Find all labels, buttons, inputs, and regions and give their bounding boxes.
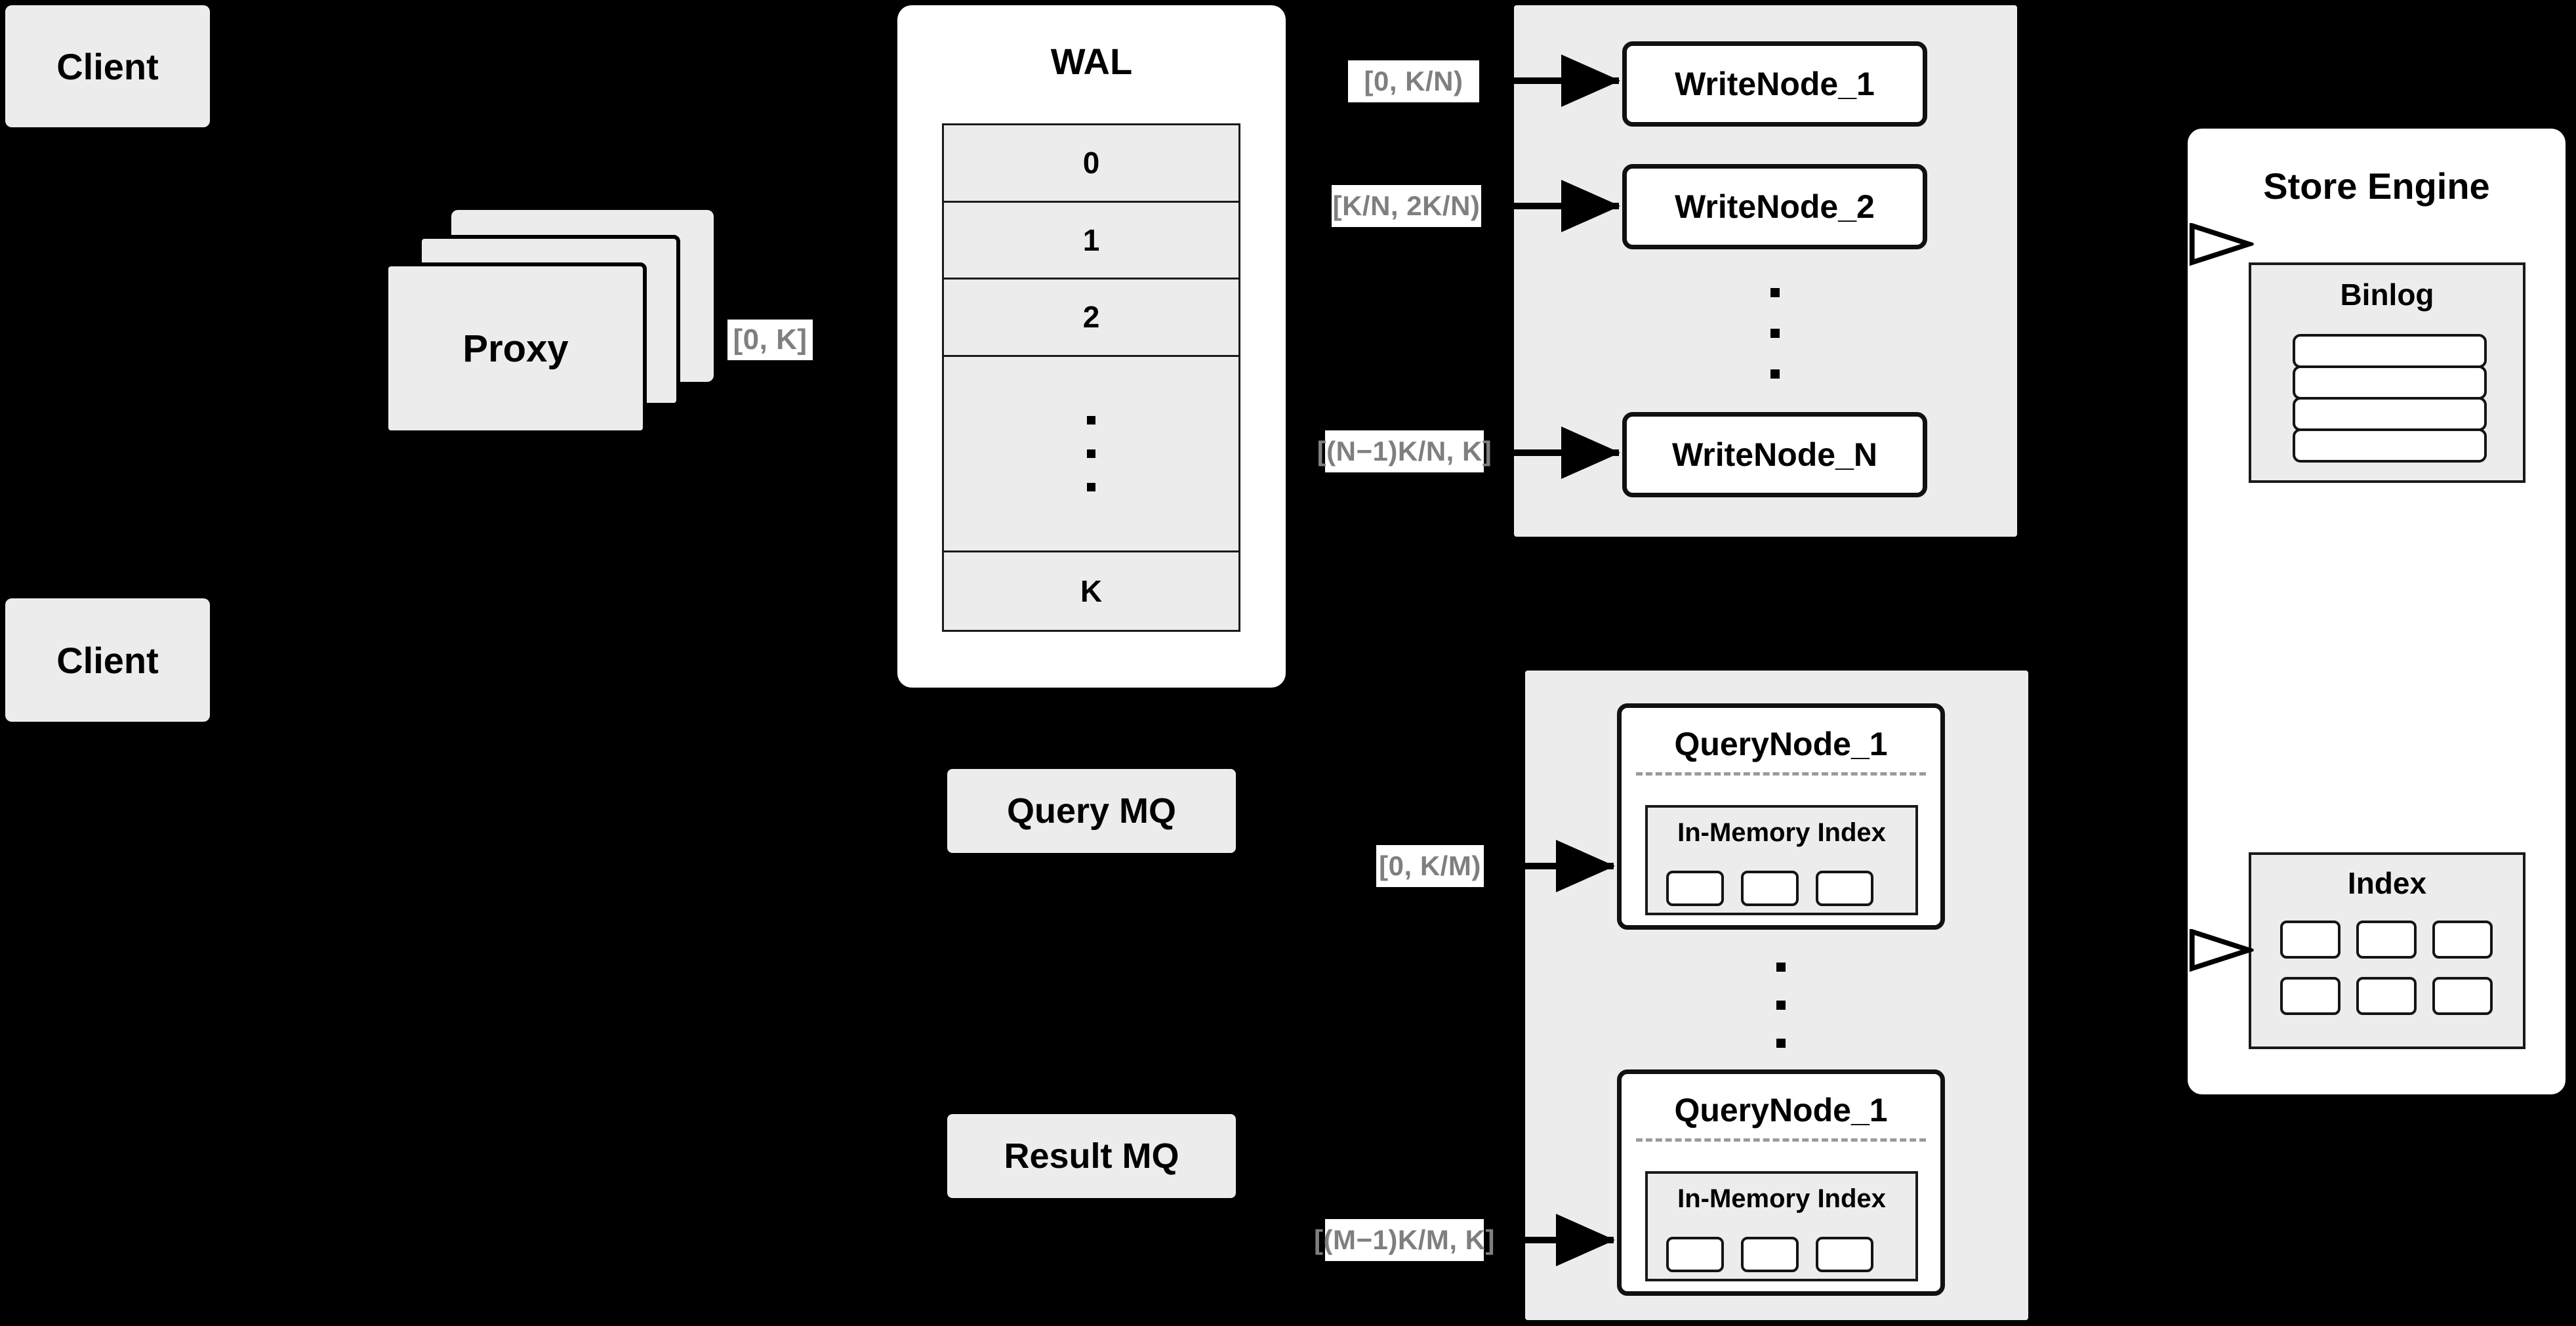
write-node-2-label: WriteNode_2 [1675,188,1875,225]
index-cell [2356,921,2417,959]
write-node-n[interactable]: WriteNode_N [1622,412,1927,497]
write-node-2[interactable]: WriteNode_2 [1622,164,1927,249]
in-memory-index-cell [1816,1237,1873,1272]
wal-row-0-label: 0 [1082,146,1100,180]
client-node-2-label: Client [56,639,159,681]
index-title: Index [2347,866,2427,900]
wal-row-ellipsis [944,356,1238,553]
in-memory-index-cell [1666,1237,1724,1272]
index-cell [2280,977,2341,1015]
write-node-vertical-ellipsis-icon [1622,271,1927,396]
index-cell [2432,921,2493,959]
wal-entries-table: 0 1 2 K [942,123,1240,632]
query-node-1-divider [1636,772,1926,776]
result-mq-label: Result MQ [1004,1136,1179,1176]
write-node-1-label: WriteNode_1 [1675,66,1875,102]
index-cell [2356,977,2417,1015]
wal-row-0: 0 [944,125,1238,203]
proxy-node[interactable]: Proxy [384,262,647,434]
write-node-n-range-label: [(N−1)K/N, K] [1317,430,1492,472]
write-node-group: WriteNode_1 WriteNode_2 WriteNode_N [1514,5,2017,537]
query-node-m-in-memory-index: In-Memory Index [1645,1171,1918,1281]
in-memory-index-cell [1741,1237,1799,1272]
query-node-1-in-memory-index-title: In-Memory Index [1677,818,1886,847]
in-memory-index-cell [1816,871,1873,906]
query-node-m-in-memory-index-title: In-Memory Index [1677,1184,1886,1213]
write-node-n-label: WriteNode_N [1671,436,1877,473]
query-node-1-range-label: [0, K/M) [1376,845,1484,887]
query-node-vertical-ellipsis-icon [1617,946,1945,1064]
binlog-row [2293,365,2487,400]
binlog-row [2293,397,2487,431]
index-cell [2280,921,2341,959]
write-node-1-range-text: [0, K/N) [1364,66,1463,96]
wal-row-1-label: 1 [1082,222,1100,257]
write-node-n-range-text: [(N−1)K/N, K] [1317,436,1492,466]
binlog-box: Binlog [2249,262,2525,483]
wal-vertical-ellipsis-icon [1087,404,1095,504]
index-cell [2432,977,2493,1015]
client-node-1-label: Client [56,45,159,87]
index-box: Index [2249,852,2525,1049]
write-node-2-range-label: [K/N, 2K/N) [1332,185,1481,227]
query-node-group: QueryNode_1 In-Memory Index QueryNode_1 [1525,671,2028,1320]
wal-row-k: K [944,552,1238,630]
write-node-2-range-text: [K/N, 2K/N) [1332,190,1481,221]
query-node-m-label: QueryNode_1 [1674,1092,1888,1129]
proxy-range-label: [0, K] [727,320,813,360]
write-node-1[interactable]: WriteNode_1 [1622,41,1927,127]
in-memory-index-cell [1741,871,1799,906]
wal-title: WAL [1050,41,1133,82]
query-mq-node[interactable]: Query MQ [947,769,1236,853]
query-node-1-in-memory-index: In-Memory Index [1645,805,1918,915]
proxy-node-label: Proxy [462,327,569,370]
client-node-2[interactable]: Client [5,598,210,722]
query-node-m-range-text: [(M−1)K/M, K] [1314,1224,1495,1255]
write-node-1-range-label: [0, K/N) [1348,60,1479,102]
result-mq-node[interactable]: Result MQ [947,1114,1236,1198]
wal-row-k-label: K [1080,574,1103,609]
wal-panel: WAL 0 1 2 K [897,5,1286,688]
binlog-row [2293,428,2487,463]
query-node-m[interactable]: QueryNode_1 In-Memory Index [1617,1069,1945,1296]
query-node-1-label: QueryNode_1 [1674,726,1888,762]
wal-row-2: 2 [944,280,1238,357]
store-engine-title: Store Engine [2263,165,2490,207]
query-node-1-range-text: [0, K/M) [1379,850,1481,881]
wal-row-1: 1 [944,202,1238,280]
binlog-title: Binlog [2340,278,2434,312]
query-node-m-range-label: [(M−1)K/M, K] [1314,1219,1495,1261]
in-memory-index-cell [1666,871,1724,906]
client-node-1[interactable]: Client [5,5,210,127]
query-node-m-divider [1636,1138,1926,1142]
wal-row-2-label: 2 [1082,300,1100,335]
proxy-range-text: [0, K] [733,323,808,356]
store-engine-panel: Store Engine Binlog Index [2188,129,2566,1094]
binlog-row [2293,334,2487,368]
query-mq-label: Query MQ [1006,791,1177,831]
query-node-1[interactable]: QueryNode_1 In-Memory Index [1617,703,1945,930]
